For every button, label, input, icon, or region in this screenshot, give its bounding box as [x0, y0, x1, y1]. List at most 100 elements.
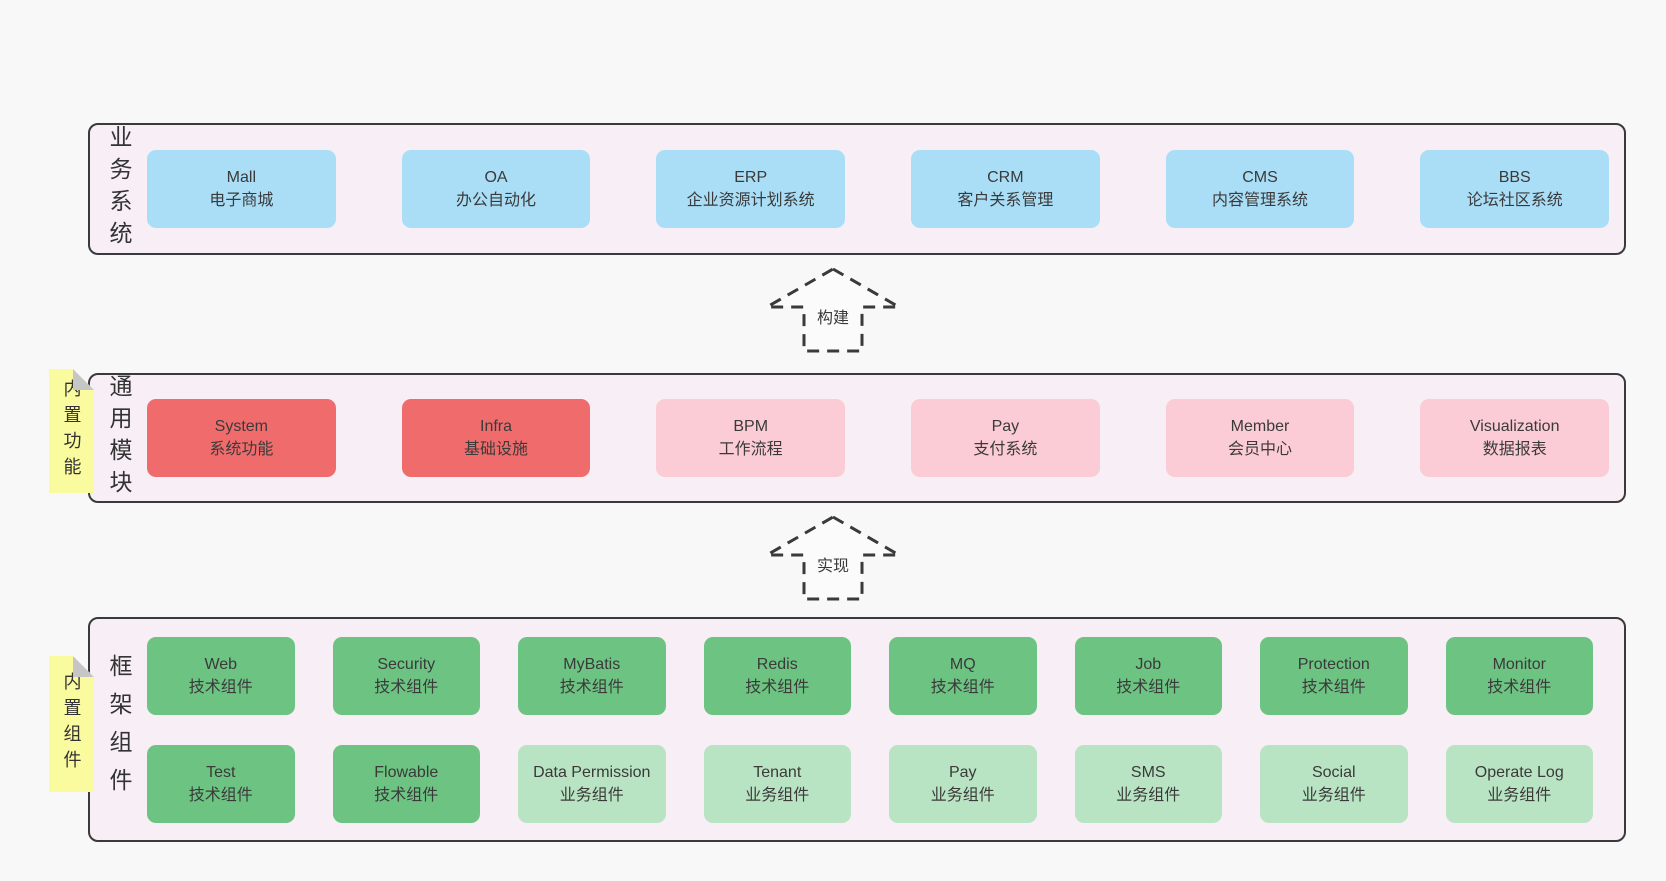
module-box-title: Tenant: [753, 763, 802, 781]
module-box-data-permission: Data Permission 业务组件: [518, 744, 666, 823]
module-box-subtitle: 会员中心: [1228, 441, 1293, 458]
module-box-subtitle: 论坛社区系统: [1466, 192, 1563, 209]
module-box-protection: Protection 技术组件: [1260, 636, 1408, 715]
module-box-title: Member: [1230, 418, 1290, 435]
sticky-folded-corner: [73, 369, 94, 390]
module-box-title: SMS: [1130, 763, 1166, 781]
framework-components-label: 框架组件: [106, 653, 132, 806]
module-box-subtitle: 支付系统: [973, 441, 1038, 458]
module-box-subtitle: 技术组件: [559, 678, 624, 696]
module-box-social: Social 业务组件: [1260, 744, 1408, 823]
module-box-subtitle: 业务组件: [559, 786, 624, 804]
module-box-subtitle: 业务组件: [745, 786, 810, 804]
module-box-web: Web 技术组件: [147, 636, 295, 715]
module-box-title: Social: [1311, 763, 1356, 781]
builtin-components-sticky: 内置组件: [49, 656, 94, 792]
module-box-title: Test: [206, 763, 236, 781]
module-box-member: Member 会员中心: [1165, 399, 1355, 477]
module-box-subtitle: 客户关系管理: [957, 192, 1054, 209]
module-box-title: Job: [1135, 655, 1162, 673]
module-box-crm: CRM 客户关系管理: [911, 150, 1100, 228]
module-box-bbs: BBS 论坛社区系统: [1420, 150, 1610, 228]
module-box-operate-log: Operate Log 业务组件: [1445, 744, 1593, 823]
implement-arrow: 实现: [763, 514, 903, 602]
module-box-title: Mall: [226, 169, 256, 186]
module-box-subtitle: 技术组件: [374, 786, 439, 804]
module-box-title: Web: [204, 655, 238, 673]
module-box-flowable: Flowable 技术组件: [332, 744, 480, 823]
module-box-title: BBS: [1498, 169, 1531, 186]
module-box-job: Job 技术组件: [1074, 636, 1222, 715]
module-box-title: Monitor: [1492, 655, 1546, 673]
implement-arrow-label: 实现: [813, 552, 853, 576]
module-box-subtitle: 数据报表: [1482, 441, 1547, 458]
module-box-title: OA: [484, 169, 508, 186]
module-box-subtitle: 业务组件: [1116, 786, 1181, 804]
module-box-title: Pay: [991, 418, 1020, 435]
module-box-title: ERP: [734, 169, 768, 186]
module-box-subtitle: 技术组件: [1301, 678, 1366, 696]
module-box-redis: Redis 技术组件: [703, 636, 851, 715]
module-box-title: Flowable: [374, 763, 439, 781]
module-box-title: Protection: [1297, 655, 1370, 673]
module-box-infra: Infra 基础设施: [401, 399, 591, 477]
sticky-folded-corner: [73, 656, 94, 677]
module-box-title: Security: [377, 655, 436, 673]
module-box-sms: SMS 业务组件: [1074, 744, 1222, 823]
module-box-tenant: Tenant 业务组件: [703, 744, 851, 823]
module-box-subtitle: 技术组件: [745, 678, 810, 696]
module-box-subtitle: 技术组件: [188, 678, 253, 696]
module-box-title: Data Permission: [533, 763, 651, 781]
module-box-subtitle: 基础设施: [464, 441, 529, 458]
common-modules-label: 通用模块: [106, 374, 132, 502]
module-box-title: Infra: [480, 418, 513, 435]
module-box-title: System: [214, 418, 268, 435]
module-box-subtitle: 系统功能: [209, 441, 274, 458]
module-box-mybatis: MyBatis 技术组件: [518, 636, 666, 715]
module-box-subtitle: 技术组件: [1116, 678, 1181, 696]
module-box-oa: OA 办公自动化: [401, 150, 591, 228]
module-box-title: Operate Log: [1474, 763, 1564, 781]
module-box-subtitle: 技术组件: [930, 678, 995, 696]
module-box-visualization: Visualization 数据报表: [1420, 399, 1610, 477]
module-box-title: MyBatis: [563, 655, 621, 673]
module-box-title: Redis: [756, 655, 798, 673]
module-box-title: CRM: [987, 169, 1024, 186]
module-box-security: Security 技术组件: [332, 636, 480, 715]
module-box-subtitle: 办公自动化: [456, 192, 537, 209]
module-box-subtitle: 业务组件: [1301, 786, 1366, 804]
module-box-system: System 系统功能: [147, 399, 336, 477]
module-box-subtitle: 业务组件: [1487, 786, 1552, 804]
build-arrow: 构建: [763, 266, 903, 354]
module-box-title: Pay: [948, 763, 977, 781]
builtin-features-sticky-label: 内置功能: [61, 379, 82, 483]
module-box-subtitle: 技术组件: [188, 786, 253, 804]
module-box-subtitle: 内容管理系统: [1212, 192, 1309, 209]
module-box-title: Visualization: [1469, 418, 1560, 435]
module-box-subtitle: 技术组件: [374, 678, 439, 696]
module-box-subtitle: 工作流程: [718, 441, 783, 458]
builtin-features-sticky: 内置功能: [49, 369, 94, 493]
module-box-title: MQ: [949, 655, 976, 673]
module-box-test: Test 技术组件: [147, 744, 295, 823]
module-box-subtitle: 企业资源计划系统: [686, 192, 815, 209]
builtin-components-sticky-label: 内置组件: [61, 672, 82, 776]
module-box-monitor: Monitor 技术组件: [1445, 636, 1593, 715]
module-box-subtitle: 技术组件: [1487, 678, 1552, 696]
module-box-mq: MQ 技术组件: [889, 636, 1037, 715]
module-box-erp: ERP 企业资源计划系统: [656, 150, 846, 228]
